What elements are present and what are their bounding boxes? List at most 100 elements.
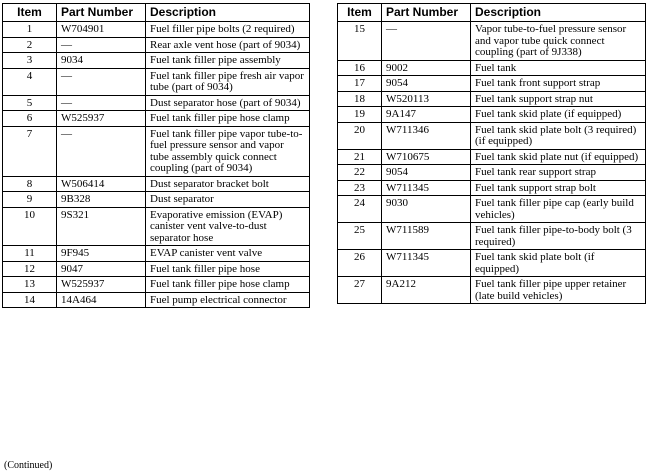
- description-cell: Fuel tank filler pipe-to-body bolt (3 re…: [470, 222, 646, 250]
- item-cell: 24: [337, 195, 382, 223]
- part-number-cell: 9034: [56, 52, 146, 69]
- item-cell: 11: [2, 245, 57, 262]
- part-number-cell: W711346: [381, 121, 471, 150]
- table-body-right: 15—Vapor tube-to-fuel pressure sensor an…: [337, 21, 646, 304]
- description-cell: Fuel tank support strap nut: [470, 90, 646, 107]
- item-cell: 20: [337, 121, 382, 150]
- header-description: Description: [145, 3, 310, 22]
- parts-table-right: Item Part Number Description 15—Vapor tu…: [337, 3, 646, 304]
- part-number-cell: 14A464: [56, 291, 146, 308]
- header-part-number: Part Number: [381, 3, 471, 22]
- item-cell: 9: [2, 191, 57, 208]
- description-cell: Fuel tank front support strap: [470, 75, 646, 92]
- part-number-cell: W711345: [381, 249, 471, 277]
- description-cell: EVAP canister vent valve: [145, 245, 310, 262]
- continued-note: (Continued): [4, 460, 53, 471]
- item-cell: 2: [2, 36, 57, 53]
- description-cell: Evaporative emission (EVAP) canister ven…: [145, 206, 310, 246]
- part-number-cell: —: [56, 67, 146, 96]
- part-number-cell: 9A147: [381, 106, 471, 123]
- description-cell: Fuel tank skid plate bolt (3 required) (…: [470, 121, 646, 150]
- item-cell: 23: [337, 179, 382, 196]
- item-cell: 7: [2, 125, 57, 177]
- part-number-cell: —: [56, 125, 146, 177]
- part-number-cell: —: [56, 36, 146, 53]
- part-number-cell: W525937: [56, 276, 146, 293]
- item-cell: 19: [337, 106, 382, 123]
- item-cell: 1: [2, 21, 57, 38]
- part-number-cell: W704901: [56, 21, 146, 38]
- description-cell: Fuel tank skid plate nut (if equipped): [470, 148, 646, 165]
- item-cell: 3: [2, 52, 57, 69]
- part-number-cell: 9054: [381, 75, 471, 92]
- part-number-cell: 9002: [381, 59, 471, 76]
- table-row: 7—Fuel tank filler pipe vapor tube-to-fu…: [2, 125, 310, 177]
- item-cell: 18: [337, 90, 382, 107]
- description-cell: Fuel tank filler pipe vapor tube-to-fuel…: [145, 125, 310, 177]
- part-number-cell: 9054: [381, 164, 471, 181]
- description-cell: Fuel tank filler pipe cap (early build v…: [470, 195, 646, 223]
- part-number-cell: 9047: [56, 260, 146, 277]
- part-number-cell: 9B328: [56, 191, 146, 208]
- item-cell: 26: [337, 249, 382, 277]
- description-cell: Dust separator hose (part of 9034): [145, 94, 310, 111]
- description-cell: Fuel tank filler pipe fresh air vapor tu…: [145, 67, 310, 96]
- item-cell: 12: [2, 260, 57, 277]
- item-cell: 13: [2, 276, 57, 293]
- header-description: Description: [470, 3, 646, 22]
- table-row: 15—Vapor tube-to-fuel pressure sensor an…: [337, 21, 646, 61]
- description-cell: Fuel pump electrical connector: [145, 291, 310, 308]
- part-number-cell: 9F945: [56, 245, 146, 262]
- item-cell: 21: [337, 148, 382, 165]
- item-cell: 25: [337, 222, 382, 250]
- part-number-cell: W525937: [56, 110, 146, 127]
- part-number-cell: W711589: [381, 222, 471, 250]
- item-cell: 17: [337, 75, 382, 92]
- part-number-cell: 9030: [381, 195, 471, 223]
- description-cell: Rear axle vent hose (part of 9034): [145, 36, 310, 53]
- item-cell: 10: [2, 206, 57, 246]
- description-cell: Fuel tank filler pipe upper retainer (la…: [470, 276, 646, 304]
- header-item: Item: [2, 3, 57, 22]
- table-row: 2—Rear axle vent hose (part of 9034): [2, 36, 310, 53]
- part-number-cell: —: [56, 94, 146, 111]
- header-row: Item Part Number Description: [337, 3, 646, 22]
- table-row: 4—Fuel tank filler pipe fresh air vapor …: [2, 67, 310, 96]
- item-cell: 6: [2, 110, 57, 127]
- description-cell: Fuel filler pipe bolts (2 required): [145, 21, 310, 38]
- description-cell: Fuel tank: [470, 59, 646, 76]
- description-cell: Dust separator bracket bolt: [145, 175, 310, 192]
- item-cell: 16: [337, 59, 382, 76]
- description-cell: Vapor tube-to-fuel pressure sensor and v…: [470, 21, 646, 61]
- part-number-cell: 9S321: [56, 206, 146, 246]
- part-number-cell: W506414: [56, 175, 146, 192]
- description-cell: Fuel tank filler pipe hose clamp: [145, 110, 310, 127]
- item-cell: 14: [2, 291, 57, 308]
- item-cell: 8: [2, 175, 57, 192]
- header-part-number: Part Number: [56, 3, 146, 22]
- header-item: Item: [337, 3, 382, 22]
- description-cell: Fuel tank filler pipe hose: [145, 260, 310, 277]
- item-cell: 22: [337, 164, 382, 181]
- part-number-cell: —: [381, 21, 471, 61]
